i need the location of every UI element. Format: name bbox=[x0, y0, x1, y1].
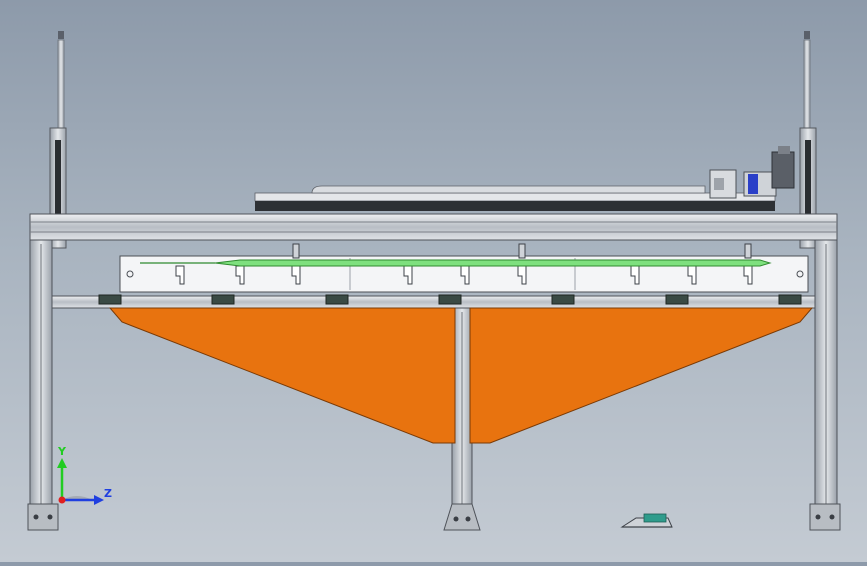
rail-block bbox=[211, 294, 235, 305]
rail-block bbox=[778, 294, 802, 305]
clamp-group bbox=[175, 243, 753, 285]
clamp bbox=[743, 243, 753, 285]
clamp bbox=[175, 265, 185, 285]
rail-block bbox=[438, 294, 462, 305]
antenna-right bbox=[803, 31, 811, 133]
rail-block bbox=[98, 294, 122, 305]
foot-pedal bbox=[620, 513, 673, 528]
coordinate-triad: Y Z bbox=[57, 445, 112, 505]
z-axis-label: Z bbox=[104, 487, 112, 500]
rail-block-group bbox=[98, 294, 802, 305]
main-beam bbox=[29, 213, 838, 241]
pillar-right bbox=[809, 239, 841, 531]
x-axis-dot bbox=[58, 496, 66, 504]
rail-block bbox=[665, 294, 689, 305]
gantry-carriage bbox=[254, 146, 795, 211]
clamp bbox=[291, 243, 301, 285]
pillar-left bbox=[27, 239, 59, 531]
motor-block bbox=[748, 174, 758, 194]
rail-block bbox=[551, 294, 575, 305]
lower-rail bbox=[29, 295, 838, 309]
y-axis-label: Y bbox=[57, 445, 67, 458]
antenna-left bbox=[57, 31, 65, 133]
green-rod bbox=[140, 259, 772, 267]
hopper bbox=[108, 307, 814, 444]
rail-block bbox=[325, 294, 349, 305]
